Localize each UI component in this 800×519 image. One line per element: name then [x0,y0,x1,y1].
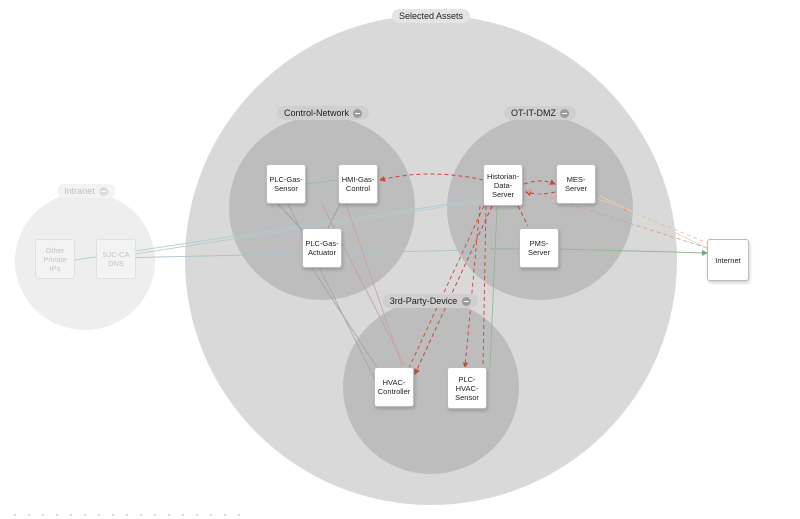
edge-pms-internet [558,248,708,256]
edge-hmi-sensor [305,179,338,185]
edge-historian-hvac [414,205,493,375]
edge-intranet-historian [74,198,484,261]
edge-mes-internet-2 [599,195,708,249]
node-hvac-controller[interactable]: HVAC-Controller [374,367,414,407]
edge-historian-plc-hvac [462,205,481,368]
zone-label-selected-assets: Selected Assets [391,9,471,23]
zone-control-network[interactable] [229,116,415,300]
zone-ot-it-dmz[interactable] [447,116,633,300]
collapse-icon[interactable] [461,296,471,306]
edge-historian-plc-hvac-2 [482,205,487,368]
edge-intranet-historian-2 [114,200,484,258]
collapse-icon[interactable] [353,108,363,118]
zone-label-3rd-party-device[interactable]: 3rd-Party-Device [382,294,478,308]
collapse-icon[interactable] [560,108,569,118]
node-pms-server[interactable]: PMS-Server [519,228,559,268]
bottom-toolbar-dots [8,514,248,516]
edge-historian-hmi [379,173,484,182]
edge-hmi-hvac-2 [345,203,403,367]
edge-historian-mes [523,179,556,185]
edge-internet-historian [525,188,708,249]
node-internet[interactable]: Internet [707,239,749,281]
collapse-icon[interactable] [98,186,108,196]
edge-historian-pms [517,205,529,227]
edge-mes-historian [525,190,556,197]
node-historian-data-server[interactable]: Historian-Data-Server [483,164,523,206]
zone-3rd-party-device[interactable] [343,300,519,474]
edge-sensor-actuator [277,203,307,235]
node-hmi-gas-control[interactable]: HMI-Gas-Control [338,164,378,204]
node-mes-server[interactable]: MES-Server [556,164,596,204]
zone-label-intranet[interactable]: Intranet [57,184,115,198]
edge-hmi-actuator [327,203,341,229]
edge-actuator-hvac-gray [311,267,381,373]
edge-historian-hvac-2 [407,205,485,371]
node-plc-hvac-sensor[interactable]: PLC-HVAC-Sensor [447,367,487,409]
node-plc-gas-sensor[interactable]: PLC-Gas-Sensor [266,164,306,204]
node-plc-gas-actuator[interactable]: PLC-Gas-Actuator [302,228,342,268]
zone-label-ot-it-dmz[interactable]: OT-IT-DMZ [504,106,576,120]
edge-mes-internet [597,198,629,211]
edge-historian-plc-hvac-green [489,205,498,368]
zone-label-control-network[interactable]: Control-Network [276,106,370,120]
